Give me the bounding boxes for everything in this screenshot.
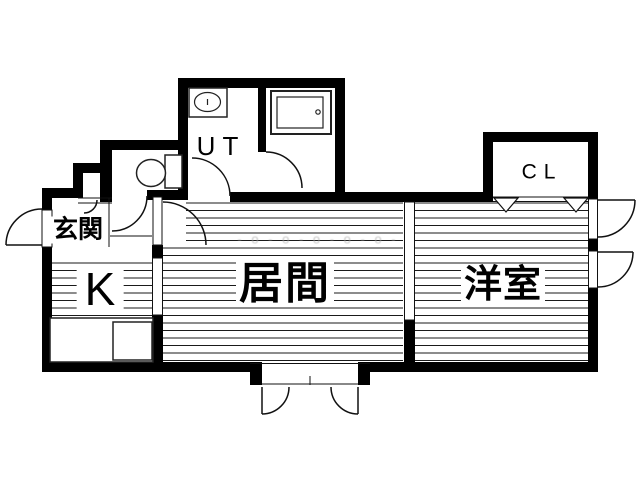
- wall-balcony-stub-right: [358, 362, 370, 385]
- bath-door-arc: [265, 151, 303, 189]
- floor-hatch: [52, 202, 588, 362]
- wall-ut-bath-divider: [258, 88, 266, 152]
- wall-closet-left: [483, 132, 493, 202]
- wall-entrance-top: [42, 188, 83, 198]
- kitchen-label: K: [76, 266, 124, 312]
- balcony-door-left-arc: [261, 386, 290, 415]
- wall-main-top: [230, 192, 483, 202]
- wall-closet-top: [483, 132, 598, 142]
- bathtub-drain: [315, 109, 321, 115]
- wall-hall-stub: [152, 245, 163, 258]
- fixtures: [49, 87, 332, 363]
- wall-right-upper: [588, 132, 598, 200]
- right-door2-arc: [597, 251, 634, 288]
- utility-label: UT: [196, 131, 246, 161]
- walls: [42, 78, 598, 385]
- toilet-bowl: [135, 158, 167, 188]
- toilet-tank: [164, 154, 183, 189]
- wall-ut-bath-top: [178, 78, 345, 88]
- kitchen-living-opening: [152, 257, 163, 316]
- wall-kitchen-divider-lower: [152, 315, 163, 362]
- closet-triangle-right: [562, 197, 590, 213]
- wall-right-mid: [588, 238, 598, 252]
- wall-bottom-right: [370, 362, 598, 372]
- toilet-door-arc: [111, 195, 148, 232]
- living-western-partition: [404, 201, 415, 321]
- wall-ut-left: [178, 78, 188, 192]
- living-room-label: 居間: [236, 261, 334, 307]
- wall-bottom-left: [42, 362, 250, 372]
- living-floor-upper: [186, 202, 403, 247]
- hall-door-leaf: [152, 196, 163, 246]
- wall-balcony-stub-left: [250, 362, 262, 385]
- wall-right-lower: [588, 287, 598, 372]
- right-door1-arc: [597, 199, 636, 238]
- utility-door-arc: [191, 157, 231, 197]
- closet-label: CL: [521, 160, 563, 184]
- western-room-label: 洋室: [460, 265, 546, 305]
- right-door1-gap: [588, 198, 598, 240]
- wall-toilet-left: [100, 140, 112, 202]
- wall-living-western-divider-lower: [404, 320, 415, 362]
- front-door-arc: [5, 208, 43, 246]
- wall-step-v: [73, 163, 83, 198]
- detail-lines: [78, 196, 588, 385]
- closet-triangle-left: [492, 197, 520, 213]
- wall-left-upper: [42, 188, 52, 210]
- door-arcs: [5, 151, 636, 415]
- watermark-text: - o - o - o - o - o -: [237, 231, 399, 247]
- wall-toilet-top: [100, 140, 188, 150]
- wall-step-h: [73, 163, 100, 173]
- closet-door-symbols: [492, 197, 590, 213]
- entrance-corner-arc: [83, 199, 98, 214]
- wall-bath-right: [335, 78, 345, 202]
- hall-door-arc: [162, 201, 207, 246]
- wall-left-lower: [42, 247, 52, 372]
- entrance-label: 玄関: [49, 216, 107, 244]
- right-door2-gap: [588, 250, 598, 289]
- balcony-door-right-arc: [330, 386, 359, 415]
- kitchen-sink: [112, 321, 153, 361]
- wall-toilet-bottom: [147, 190, 188, 200]
